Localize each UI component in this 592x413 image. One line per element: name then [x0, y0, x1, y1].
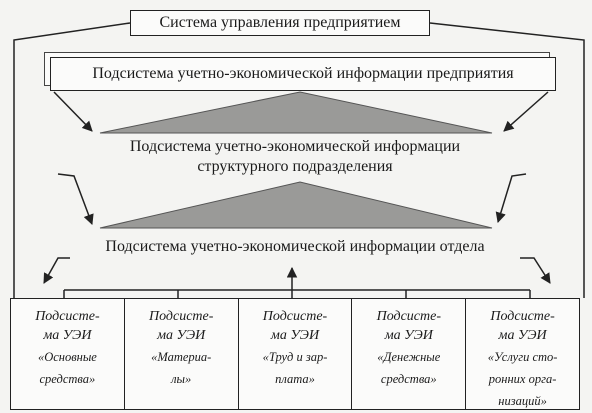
- arrow-left-1: [53, 91, 93, 132]
- trapezoid-bottom: [99, 181, 493, 229]
- sub-label-line: Подсисте-: [148, 309, 214, 324]
- sub-label-line: ма УЭИ: [157, 328, 206, 343]
- sub-name-line: «Услуги сто-: [487, 350, 558, 364]
- subsystem-row: Подсисте- ма УЭИ «Основные средства» Под…: [10, 298, 580, 410]
- structural-line-2: структурного подразделения: [197, 158, 393, 175]
- sub-label-line: Подсисте-: [490, 309, 555, 324]
- sub-label-line: Подсисте-: [262, 309, 328, 324]
- subsystem-box-third-party-services: Подсисте- ма УЭИ «Услуги сто- ронних орг…: [466, 299, 579, 409]
- subsystem-box-labor-salary: Подсисте- ма УЭИ «Труд и зар- плата»: [239, 299, 353, 409]
- arrow-right-1: [503, 91, 549, 132]
- sub-label-line: Подсисте-: [376, 309, 441, 324]
- department-subsystem-label: Подсистема учетно-экономической информац…: [105, 238, 485, 255]
- sub-name-line: «Денежные: [377, 350, 441, 364]
- sub-name-line: плата»: [275, 372, 315, 386]
- trapezoid-top: [99, 91, 493, 134]
- sub-label-line: Подсисте-: [35, 309, 100, 324]
- structural-subsystem-label: Подсистема учетно-экономической информац…: [60, 137, 530, 177]
- system-title: Система управления предприятием: [130, 10, 430, 36]
- sub-name-line: средства»: [380, 372, 437, 386]
- sub-name-line: средства»: [39, 372, 96, 386]
- subsystem-box-fixed-assets: Подсисте- ма УЭИ «Основные средства»: [11, 299, 125, 409]
- sub-label-line: ма УЭИ: [43, 328, 92, 343]
- subsystem-box-cash: Подсисте- ма УЭИ «Денежные средства»: [352, 299, 467, 409]
- sub-name-line: «Материа-: [151, 350, 212, 364]
- arrow-left-2: [57, 173, 94, 225]
- sub-label-line: ма УЭИ: [384, 328, 433, 343]
- sub-name-line: лы»: [171, 372, 192, 386]
- arrow-left-3: [43, 257, 70, 284]
- sub-name-line: ронних орга-: [488, 372, 557, 386]
- sub-name-line: «Труд и зар-: [262, 350, 328, 364]
- arrow-right-2: [495, 173, 527, 224]
- outer-frame-line-right: [429, 22, 585, 298]
- outer-frame-line: [13, 22, 131, 298]
- sub-label-line: ма УЭИ: [498, 328, 547, 343]
- arrow-right-3: [520, 257, 551, 284]
- sub-label-line: ма УЭИ: [270, 328, 320, 343]
- subsystem-box-materials: Подсисте- ма УЭИ «Материа- лы»: [125, 299, 239, 409]
- enterprise-subsystem-box: Подсистема учетно-экономической информац…: [50, 57, 556, 91]
- sub-name-line: «Основные: [37, 350, 97, 364]
- sub-name-line: низаций»: [498, 394, 547, 408]
- structural-line-1: Подсистема учетно-экономической информац…: [129, 138, 461, 155]
